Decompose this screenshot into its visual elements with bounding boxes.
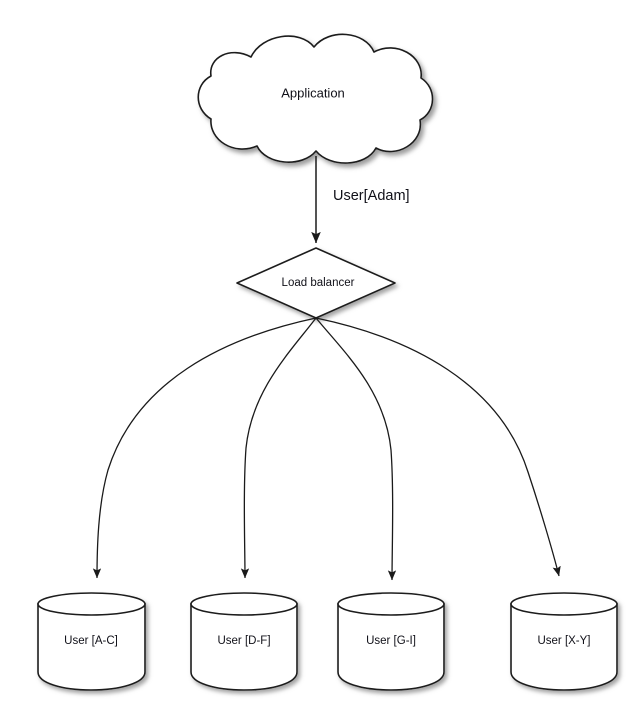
edge-lb-to-db-xy bbox=[315, 317, 561, 577]
application-label: Application bbox=[281, 85, 345, 100]
db-xy-cylinder-top bbox=[510, 592, 618, 616]
edge-lb-to-db-gi bbox=[315, 317, 397, 581]
edge-lb-to-db-gi-path bbox=[315, 317, 397, 581]
edge-lb-to-db-df-path bbox=[240, 317, 317, 579]
db-gi-label: User [G-I] bbox=[366, 635, 416, 647]
edge-lb-to-db-xy-path bbox=[315, 317, 561, 577]
node-db-df[interactable]: User [D-F] bbox=[190, 592, 298, 691]
node-db-ac[interactable]: User [A-C] bbox=[37, 592, 146, 691]
db-gi-cylinder-body bbox=[337, 603, 445, 691]
edge-lb-to-db-ac bbox=[92, 317, 317, 579]
node-db-xy[interactable]: User [X-Y] bbox=[510, 592, 618, 691]
load-balancer-label: Load balancer bbox=[282, 277, 355, 289]
db-df-label: User [D-F] bbox=[217, 635, 270, 647]
cloud-shape bbox=[197, 33, 434, 164]
db-ac-cylinder-body bbox=[37, 603, 146, 691]
edge-app-to-lb: User[Adam] bbox=[311, 156, 410, 244]
node-db-gi[interactable]: User [G-I] bbox=[337, 592, 445, 691]
db-gi-cylinder-top bbox=[337, 592, 445, 616]
db-xy-label: User [X-Y] bbox=[537, 635, 590, 647]
node-application[interactable]: Application bbox=[197, 33, 434, 164]
edge-lb-to-db-ac-path bbox=[92, 317, 317, 579]
db-xy-cylinder-body bbox=[510, 603, 618, 691]
db-df-cylinder-top bbox=[190, 592, 298, 616]
node-load-balancer[interactable]: Load balancer bbox=[236, 247, 396, 319]
edge-app-to-lb-label: User[Adam] bbox=[333, 188, 410, 204]
db-ac-label: User [A-C] bbox=[64, 635, 118, 647]
db-ac-cylinder-top bbox=[37, 592, 146, 616]
db-df-cylinder-body bbox=[190, 603, 298, 691]
edge-lb-to-db-df bbox=[240, 317, 317, 579]
